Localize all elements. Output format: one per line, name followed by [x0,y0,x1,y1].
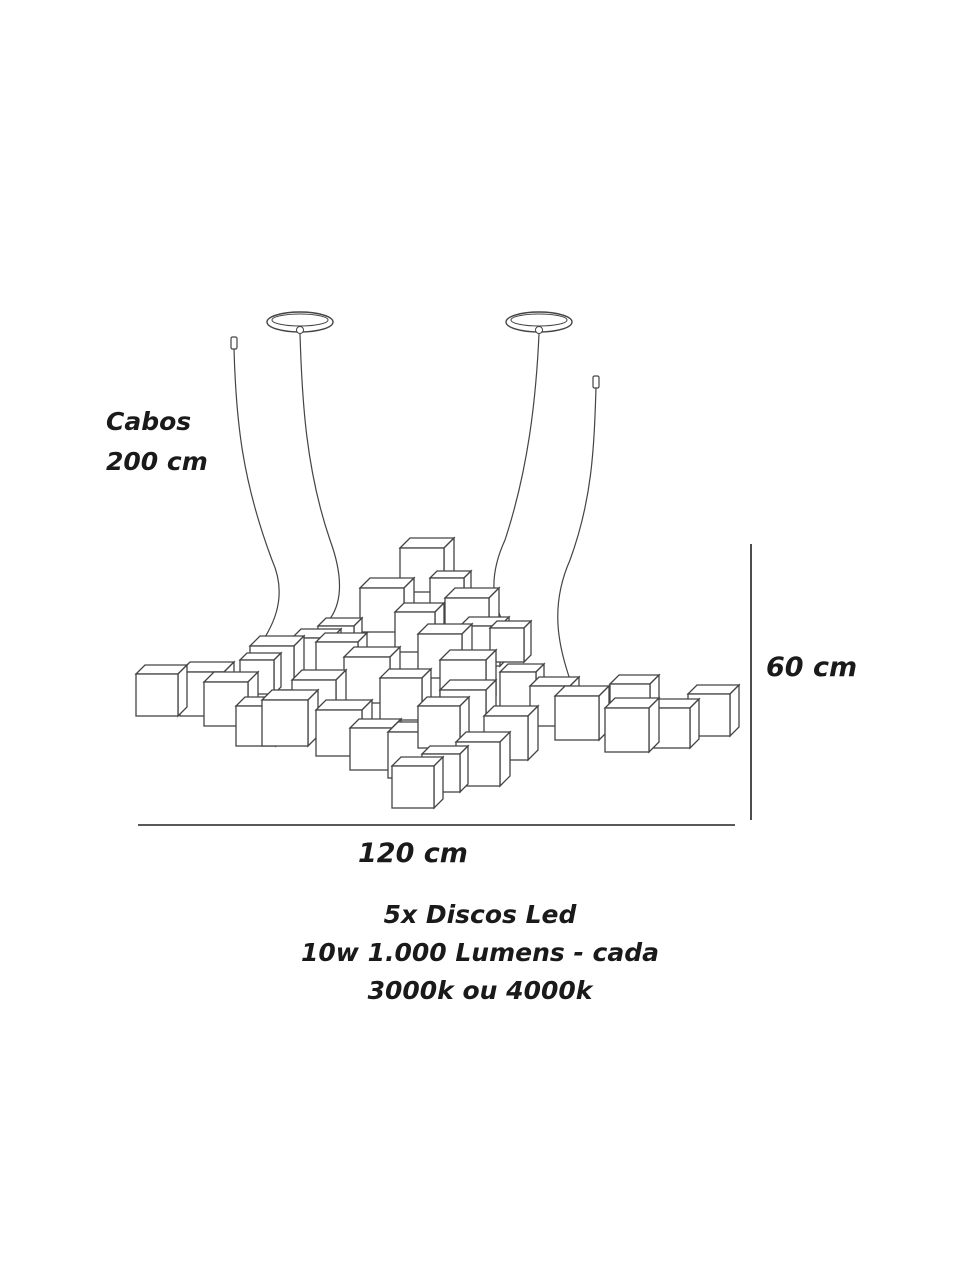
cable-length-label: Cabos 200 cm [106,402,208,482]
cube-24 [553,684,611,742]
suspension-cable-2 [299,333,340,629]
cube-20 [202,670,260,728]
cable-clip-left [230,336,238,350]
cube-29 [260,688,320,748]
cable-title: Cabos [106,407,192,436]
spec-line-1: 5x Discos Led [383,900,577,929]
spec-line-3: 3000k ou 4000k [367,976,593,1005]
suspension-cable-3 [493,333,540,637]
cable-clip-right [592,375,600,389]
ceiling-canopy-right [505,311,573,334]
ceiling-canopy-left [266,311,334,334]
cube-38 [390,755,445,810]
suspension-cable-4 [557,387,597,687]
spec-line-2: 10w 1.000 Lumens - cada [300,938,660,967]
width-dimension-label: 120 cm [358,838,468,869]
cable-length: 200 cm [106,447,208,476]
cube-cluster [134,536,741,810]
cube-22 [378,667,433,722]
led-specifications: 5x Discos Led 10w 1.000 Lumens - cada 30… [200,896,760,1010]
cube-27 [603,696,661,754]
height-dimension-label: 60 cm [766,652,858,683]
cube-19 [134,663,189,718]
suspension-cable-1 [233,348,280,649]
